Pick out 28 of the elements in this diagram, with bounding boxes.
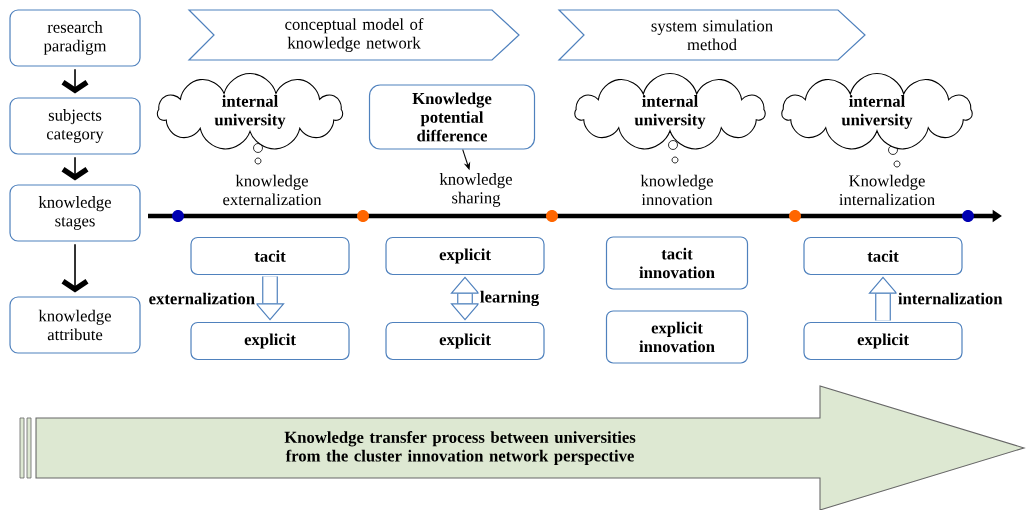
step-box: subjects category	[9, 97, 141, 155]
attribute-box: explicit	[385, 236, 545, 276]
chevron-banner: system simulation method	[557, 9, 866, 61]
thought-cloud: internal university	[574, 73, 766, 150]
stage-label: Knowledge internalization	[839, 174, 935, 206]
block-arrow	[255, 276, 285, 321]
block-arrow	[868, 276, 898, 321]
attribute-box: explicit	[385, 321, 545, 361]
thought-cloud: internal university	[156, 73, 344, 150]
block-arrow	[450, 276, 480, 321]
edge-label: learning	[478, 289, 541, 308]
thought-cloud: internal university	[781, 73, 973, 150]
attribute-box: tacit	[190, 236, 350, 276]
attribute-box: explicit	[803, 321, 963, 361]
edge-label: internalization	[896, 291, 1004, 306]
edge-label: externalization	[147, 291, 257, 306]
step-box: research paradigm	[9, 9, 141, 67]
stage-label: knowledge sharing	[439, 173, 512, 207]
attribute-box: explicit	[190, 321, 350, 361]
attribute-box: explicit innovation	[605, 310, 749, 364]
attribute-box: tacit	[803, 236, 963, 276]
callout-box: Knowledge potential difference	[368, 84, 536, 150]
step-box: knowledge stages	[9, 184, 141, 242]
chevron-banner: conceptual model of knowledge network	[187, 9, 520, 61]
attribute-box: tacit innovation	[605, 236, 749, 290]
stage-label: knowledge externalization	[223, 174, 322, 206]
step-box: knowledge attribute	[9, 296, 141, 354]
stage-label: knowledge innovation	[640, 174, 713, 206]
